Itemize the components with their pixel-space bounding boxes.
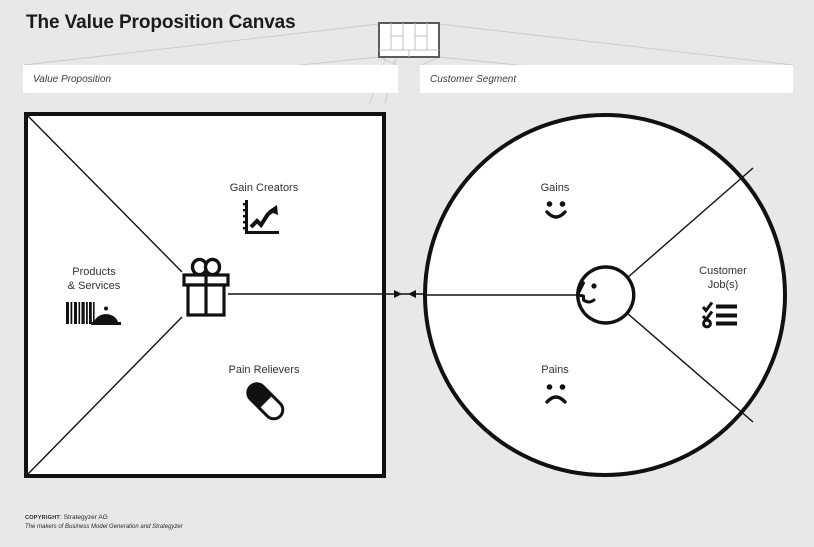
section-label-customer-jobs: Customer Job(s) [663, 265, 783, 292]
growth-chart-icon [243, 200, 283, 238]
smiley-face-icon [541, 200, 571, 224]
copyright-tagline: The makers of Business Model Generation … [25, 524, 183, 530]
business-model-canvas-grid-icon [378, 22, 440, 58]
footer-copyright: COPYRIGHT: Strategyzer AG The makers of … [25, 513, 183, 532]
pill-capsule-icon [246, 382, 285, 421]
barcode-and-cloche-icon [66, 300, 122, 326]
fit-arrows-icon [384, 290, 425, 298]
customer-head-profile-icon [576, 265, 636, 325]
gift-box-icon [180, 257, 232, 320]
section-label-gains: Gains [540, 182, 570, 194]
copyright-owner: : Strategyzer AG [60, 514, 108, 521]
products-services-label-line2: & Services [67, 279, 121, 292]
value-proposition-field-label: Value Proposition [33, 73, 112, 85]
section-label-pains: Pains [541, 364, 569, 376]
section-label-products-services: Products & Services [34, 266, 154, 293]
section-label-gain-creators: Gain Creators [229, 182, 299, 194]
customer-segment-field[interactable]: Customer Segment [420, 65, 793, 93]
customer-jobs-label-line1: Customer [699, 265, 747, 277]
customer-segment-field-label: Customer Segment [430, 73, 517, 85]
frowning-face-icon [541, 383, 571, 407]
value-proposition-field[interactable]: Value Proposition [23, 65, 398, 93]
copyright-line: COPYRIGHT: Strategyzer AG [25, 513, 183, 523]
section-label-pain-relievers: Pain Relievers [228, 364, 300, 376]
page-title: The Value Proposition Canvas [26, 12, 296, 33]
customer-jobs-label-line2: Job(s) [707, 278, 739, 291]
checklist-icon [701, 301, 738, 329]
copyright-word: COPYRIGHT [25, 515, 61, 521]
products-services-label-line1: Products [72, 266, 116, 278]
